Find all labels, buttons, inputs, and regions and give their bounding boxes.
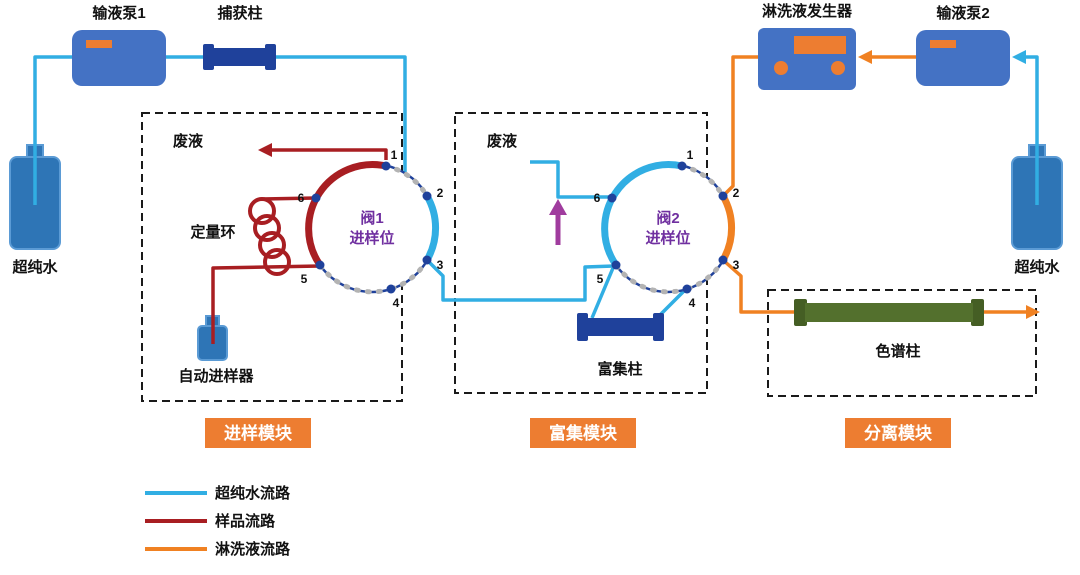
module3-tag: 分离模块 bbox=[845, 418, 951, 448]
valve1-port1-number: 1 bbox=[391, 148, 398, 162]
legend-label-water: 超纯水流路 bbox=[214, 484, 291, 502]
sample-line-loop-to-port6 bbox=[261, 196, 317, 201]
water-left-label: 超纯水 bbox=[11, 258, 58, 276]
module1-tag-label: 进样模块 bbox=[224, 423, 293, 443]
valve2-port5-number: 5 bbox=[597, 272, 604, 286]
sample-line-autosampler-to-valve1 bbox=[211, 264, 321, 344]
module2-tag: 富集模块 bbox=[530, 418, 636, 448]
legend: 超纯水流路 样品流路 淋洗液流路 bbox=[145, 484, 291, 558]
pump1-label: 输液泵1 bbox=[92, 4, 145, 22]
generator-knob-right bbox=[831, 61, 845, 75]
sample-loop-coil bbox=[248, 197, 291, 276]
pump1-device bbox=[72, 30, 166, 86]
valve2-water-arc bbox=[601, 161, 686, 269]
module2-tag-label: 富集模块 bbox=[549, 423, 618, 443]
water-line-valve1-to-valve2 bbox=[425, 258, 615, 302]
valve1-port2-number: 2 bbox=[437, 186, 444, 200]
water-line-bottle-to-pump1 bbox=[33, 55, 74, 205]
water-right-label: 超纯水 bbox=[1013, 258, 1060, 276]
valve2-port3-number: 3 bbox=[733, 258, 740, 272]
capture-column-label: 捕获柱 bbox=[217, 4, 262, 22]
valve2-port2-number: 2 bbox=[733, 186, 740, 200]
valve1-sample-arc bbox=[305, 161, 390, 269]
valve1-port4-number: 4 bbox=[393, 296, 400, 310]
eluent-line-valve2-to-column bbox=[721, 258, 800, 314]
valve2-port1-dot bbox=[677, 161, 687, 171]
separation-column-device bbox=[794, 299, 984, 326]
pump2-device bbox=[916, 30, 1010, 86]
module3-tag-label: 分离模块 bbox=[864, 423, 933, 443]
module3-box bbox=[767, 289, 1037, 397]
waste-label-module2: 废液 bbox=[487, 132, 518, 150]
waste-direction-arrow-head bbox=[549, 199, 567, 215]
eluent-arrow-outlet bbox=[1026, 305, 1040, 319]
sample-arrow-waste bbox=[258, 143, 272, 157]
valve1-port5-number: 5 bbox=[301, 272, 308, 286]
valve1-port6-dot bbox=[311, 193, 321, 203]
valve2-port4-dot bbox=[682, 284, 692, 294]
legend-label-eluent: 淋洗液流路 bbox=[215, 540, 291, 558]
valve1-position: 进样位 bbox=[349, 229, 394, 247]
water-stub-enrichment-left bbox=[590, 267, 615, 319]
eluent-arrow-into-generator bbox=[858, 50, 872, 64]
eluent-line-generator-to-valve2 bbox=[722, 55, 758, 197]
valve1-port4-dot bbox=[386, 284, 396, 294]
waste-label-module1: 废液 bbox=[173, 132, 204, 150]
eluent-generator-label: 淋洗液发生器 bbox=[762, 2, 853, 20]
enrichment-column-label: 富集柱 bbox=[597, 360, 642, 378]
valve2-port3-dot bbox=[718, 255, 728, 265]
pump2-label: 输液泵2 bbox=[936, 4, 989, 22]
separation-column-label: 色谱柱 bbox=[875, 342, 920, 360]
valve1-port3-number: 3 bbox=[437, 258, 444, 272]
valve2-eluent-arc bbox=[719, 192, 736, 264]
valve1-name: 阀1 bbox=[360, 209, 383, 227]
generator-knob-left bbox=[774, 61, 788, 75]
autosampler-label: 自动进样器 bbox=[178, 367, 254, 385]
valve2-name: 阀2 bbox=[656, 209, 679, 227]
valve1-water-arc bbox=[423, 192, 440, 264]
valve1-dashed-arc-4-5 bbox=[317, 262, 394, 295]
valve2-port4-number: 4 bbox=[689, 296, 696, 310]
valve2-port1-number: 1 bbox=[687, 148, 694, 162]
legend-label-sample: 样品流路 bbox=[215, 512, 276, 530]
valve2-port6-number: 6 bbox=[594, 191, 601, 205]
valve1-port6-number: 6 bbox=[298, 191, 305, 205]
sample-loop-label: 定量环 bbox=[190, 223, 235, 241]
valve2-port6-dot bbox=[607, 193, 617, 203]
valve2-port2-dot bbox=[718, 191, 728, 201]
sample-line-valve1-waste bbox=[272, 148, 388, 160]
valve1-port5-dot bbox=[315, 260, 325, 270]
valve1-port1-dot bbox=[381, 161, 391, 171]
eluent-generator-device bbox=[758, 28, 856, 90]
water-line-valve2-waste bbox=[530, 160, 612, 199]
valve2-port5-dot bbox=[611, 260, 621, 270]
valve2-dashed-arc-4-5 bbox=[613, 262, 690, 295]
valve2: 1 2 3 4 5 6 阀2 进样位 bbox=[594, 148, 740, 310]
enrichment-column-device bbox=[577, 313, 664, 341]
water-arrow-into-pump2 bbox=[1012, 50, 1026, 64]
valve1: 1 2 3 4 5 6 阀1 进样位 bbox=[298, 148, 444, 310]
valve1-port2-dot bbox=[422, 191, 432, 201]
capture-column-device bbox=[203, 44, 276, 70]
water-line-bottle-to-pump2 bbox=[1026, 55, 1039, 205]
valve1-port3-dot bbox=[422, 255, 432, 265]
module1-tag: 进样模块 bbox=[205, 418, 311, 448]
valve2-position: 进样位 bbox=[645, 229, 690, 247]
